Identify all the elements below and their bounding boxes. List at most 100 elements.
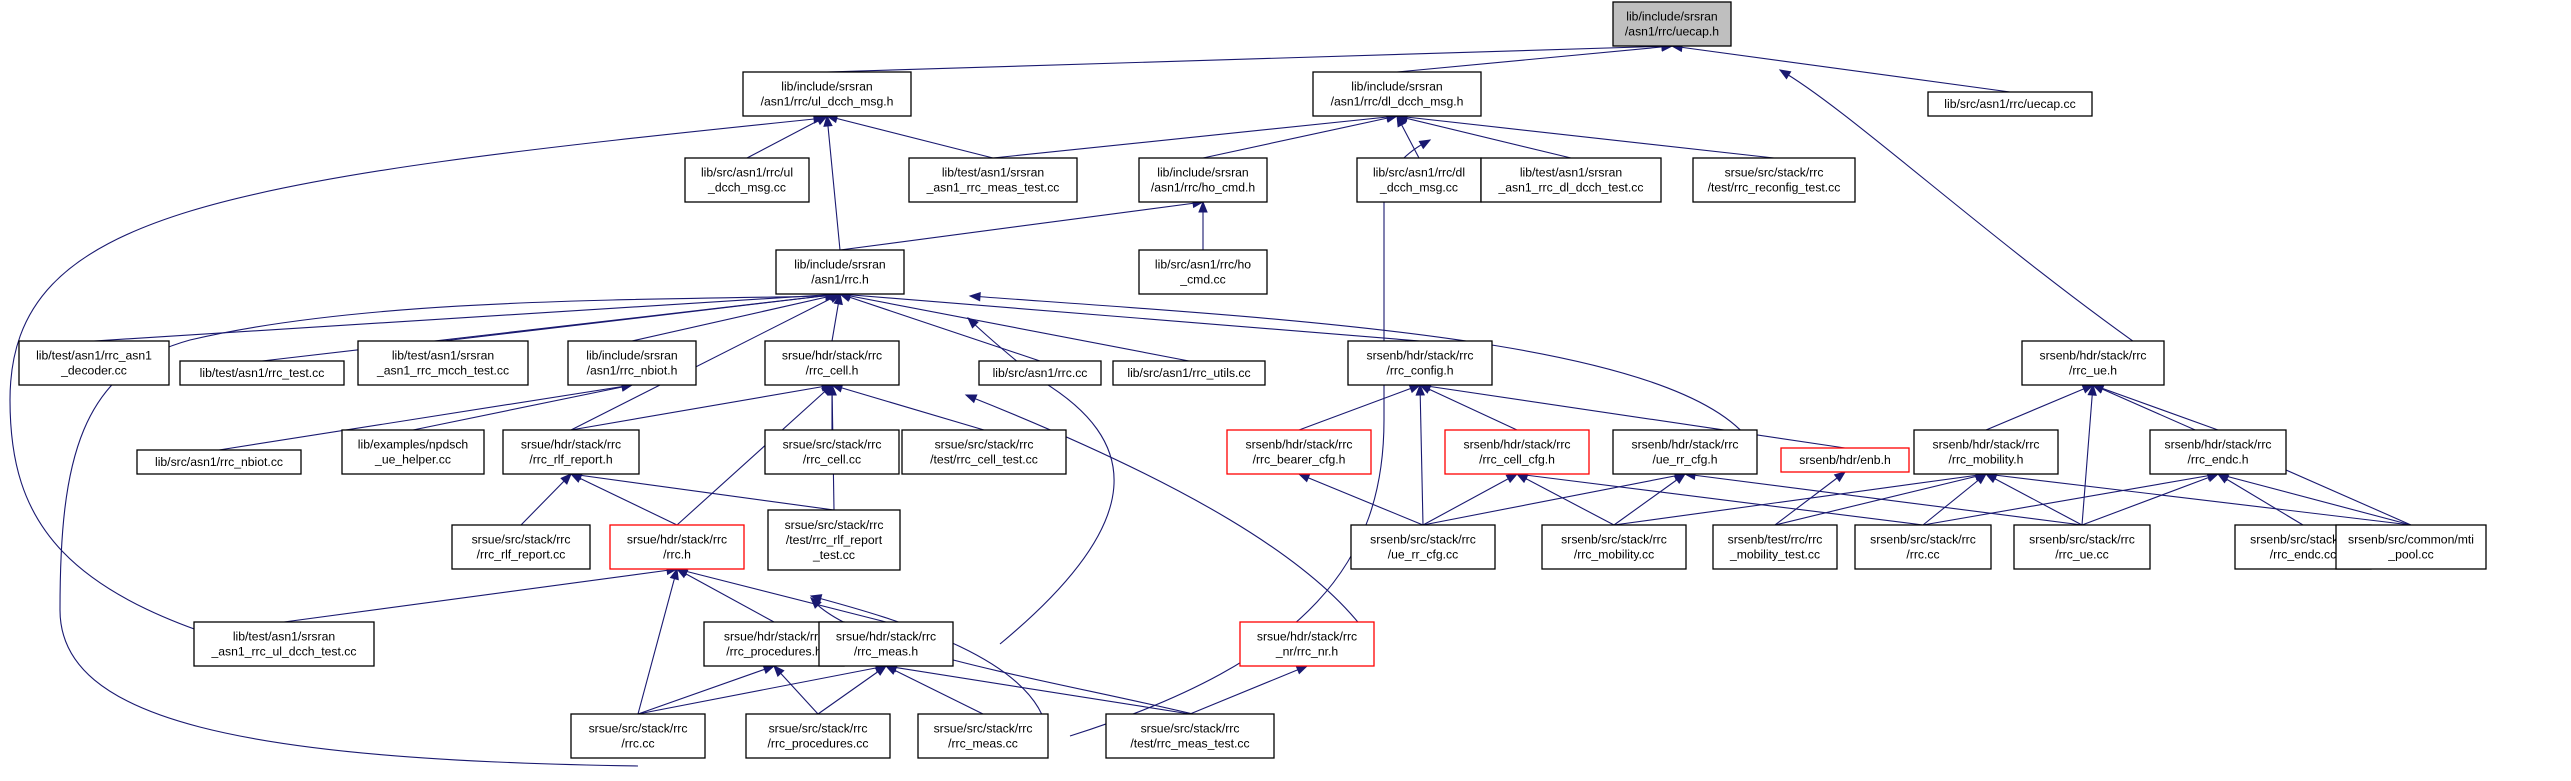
node-box: [341, 429, 485, 475]
node-enb-ue-rr-cfg-cc[interactable]: srsenb/src/stack/rrc/ue_rr_cfg.cc: [1350, 524, 1496, 570]
node-enb-rrc-cc[interactable]: srsenb/src/stack/rrc/rrc.cc: [1854, 524, 1992, 570]
node-label-line: srsenb/src/stack/rrc: [1370, 533, 1476, 547]
node-label-line: srsue/src/stack/rrc: [783, 438, 882, 452]
node-label-line: lib/include/srsran: [1351, 80, 1442, 94]
node-rrc-mcch-test-cc[interactable]: lib/test/asn1/srsran_asn1_rrc_mcch_test.…: [357, 340, 529, 386]
node-box: [1105, 713, 1275, 759]
dependency-edge: [1778, 69, 2165, 364]
dependency-edge: [2216, 472, 2412, 526]
node-ue-rrc-cell-cc[interactable]: srsue/src/stack/rrc/rrc_cell.cc: [764, 429, 900, 475]
dependency-edge: [1395, 112, 1775, 159]
node-label-line: /test/rrc_reconfig_test.cc: [1708, 181, 1841, 195]
node-label-line: srsue/src/stack/rrc: [1141, 722, 1240, 736]
node-label-line: /test/rrc_cell_test.cc: [930, 453, 1038, 467]
node-ul-dcch-msg-cc[interactable]: lib/src/asn1/rrc/ul_dcch_msg.cc: [684, 157, 810, 203]
node-ue-rrc-meas-h[interactable]: srsue/hdr/stack/rrc/rrc_meas.h: [818, 621, 954, 667]
node-label-line: /rrc_mobility.h: [1949, 453, 2024, 467]
node-box: [2013, 524, 2151, 570]
node-ue-rrc-cell-test-cc[interactable]: srsue/src/stack/rrc/test/rrc_cell_test.c…: [901, 429, 1067, 475]
dependency-edge: [1298, 384, 1422, 431]
node-box: [136, 449, 302, 475]
node-label-line: /ue_rr_cfg.h: [1652, 453, 1717, 467]
node-label-line: _pool.cc: [2387, 548, 2433, 562]
node-uecap-cc[interactable]: lib/src/asn1/rrc/uecap.cc: [1927, 91, 2093, 117]
node-label-line: _asn1_rrc_meas_test.cc: [926, 181, 1060, 195]
node-rrc-ul-dcch-test-cc[interactable]: lib/test/asn1/srsran_asn1_rrc_ul_dcch_te…: [193, 621, 375, 667]
node-ue-rrc-cell-h[interactable]: srsue/hdr/stack/rrc/rrc_cell.h: [764, 340, 900, 386]
node-rrc-utils-cc[interactable]: lib/src/asn1/rrc_utils.cc: [1112, 360, 1266, 386]
node-enb-rrc-ue-cc[interactable]: srsenb/src/stack/rrc/rrc_ue.cc: [2013, 524, 2151, 570]
node-npdsch-ue-helper-cc[interactable]: lib/examples/npdsch_ue_helper.cc: [341, 429, 485, 475]
node-label-line: lib/include/srsran: [586, 349, 677, 363]
dependency-edge: [773, 665, 819, 715]
node-enb-rrc-cell-cfg-h[interactable]: srsenb/hdr/stack/rrc/rrc_cell_cfg.h: [1444, 429, 1590, 475]
node-label-line: srsenb/hdr/stack/rrc: [1631, 438, 1738, 452]
node-ue-rrc-rlf-report-cc[interactable]: srsue/src/stack/rrc/rrc_rlf_report.cc: [451, 524, 591, 570]
node-label-line: srsue/src/stack/rrc: [934, 722, 1033, 736]
node-rrc-test-cc[interactable]: lib/test/asn1/rrc_test.cc: [179, 360, 345, 386]
node-ue-rrc-procedures-cc[interactable]: srsue/src/stack/rrc/rrc_procedures.cc: [745, 713, 891, 759]
node-label-line: lib/src/asn1/rrc/ho: [1155, 258, 1251, 272]
node-label-line: /rrc_config.h: [1386, 364, 1453, 378]
node-label-line: /rrc_procedures.cc: [768, 737, 869, 751]
node-ue-rrc-h[interactable]: srsue/hdr/stack/rrc/rrc.h: [609, 524, 745, 570]
node-ue-rrc-cc[interactable]: srsue/src/stack/rrc/rrc.cc: [570, 713, 706, 759]
node-enb-rrc-mobility-cc[interactable]: srsenb/src/stack/rrc/rrc_mobility.cc: [1541, 524, 1687, 570]
node-ul-dcch-msg-h[interactable]: lib/include/srsran/asn1/rrc/ul_dcch_msg.…: [742, 71, 912, 117]
node-rrc-cc-lib[interactable]: lib/src/asn1/rrc.cc: [978, 360, 1102, 386]
node-label-line: /rrc_meas.cc: [948, 737, 1018, 751]
node-enb-rrc-endc-h[interactable]: srsenb/hdr/stack/rrc/rrc_endc.h: [2149, 429, 2287, 475]
node-label-line: lib/src/asn1/rrc/ul: [701, 166, 793, 180]
node-box: [1913, 429, 2059, 475]
node-uecap-h[interactable]: lib/include/srsran/asn1/rrc/uecap.h: [1612, 1, 1732, 47]
node-rrc-dl-dcch-test-cc[interactable]: lib/test/asn1/srsran_asn1_rrc_dl_dcch_te…: [1480, 157, 1662, 203]
node-ue-rrc-rlf-report-h[interactable]: srsue/hdr/stack/rrc/rrc_rlf_report.h: [502, 429, 640, 475]
node-enb-rrc-bearer-cfg-h[interactable]: srsenb/hdr/stack/rrc/rrc_bearer_cfg.h: [1226, 429, 1372, 475]
dependency-edge: [283, 565, 679, 623]
node-ue-rrc-meas-test-cc[interactable]: srsue/src/stack/rrc/test/rrc_meas_test.c…: [1105, 713, 1275, 759]
node-label-line: srsue/hdr/stack/rrc: [627, 533, 727, 547]
node-box: [917, 713, 1049, 759]
node-ho-cmd-h[interactable]: lib/include/srsran/asn1/rrc/ho_cmd.h: [1138, 157, 1268, 203]
node-rrc-h[interactable]: lib/include/srsran/asn1/rrc.h: [775, 249, 905, 295]
node-label-line: /rrc_cell.cc: [803, 453, 861, 467]
node-box: [1138, 249, 1268, 295]
dependency-edge: [1670, 42, 2011, 93]
node-label-line: lib/src/asn1/rrc/dl: [1373, 166, 1465, 180]
node-label-line: lib/src/asn1/rrc_nbiot.cc: [155, 455, 283, 469]
node-label-line: srsenb/hdr/stack/rrc: [1463, 438, 1570, 452]
node-enb-rrc-mobility-h[interactable]: srsenb/hdr/stack/rrc/rrc_mobility.h: [1913, 429, 2059, 475]
node-box: [818, 621, 954, 667]
node-ue-rrc-meas-cc[interactable]: srsue/src/stack/rrc/rrc_meas.cc: [917, 713, 1049, 759]
node-label-line: _ue_helper.cc: [374, 453, 451, 467]
node-rrc-nbiot-h[interactable]: lib/include/srsran/asn1/rrc_nbiot.h: [567, 340, 697, 386]
node-box: [193, 621, 375, 667]
node-ue-rrc-nr-h[interactable]: srsue/hdr/stack/rrc_nr/rrc_nr.h: [1239, 621, 1375, 667]
node-enb-rrc-config-h[interactable]: srsenb/hdr/stack/rrc/rrc_config.h: [1347, 340, 1493, 386]
node-label-line: lib/src/asn1/rrc/uecap.cc: [1944, 97, 2075, 111]
node-box: [1780, 447, 1910, 473]
node-dl-dcch-msg-cc[interactable]: lib/src/asn1/rrc/dl_dcch_msg.cc: [1356, 157, 1482, 203]
dependency-edge: [817, 665, 888, 715]
node-label-line: srsue/hdr/stack/rrc: [1257, 630, 1357, 644]
node-dl-dcch-msg-h[interactable]: lib/include/srsran/asn1/rrc/dl_dcch_msg.…: [1312, 71, 1482, 117]
dependency-edge: [838, 290, 1421, 342]
node-rrc-meas-test-cc-lib[interactable]: lib/test/asn1/srsran_asn1_rrc_meas_test.…: [908, 157, 1078, 203]
node-rrc-reconfig-test-cc[interactable]: srsue/src/stack/rrc/test/rrc_reconfig_te…: [1692, 157, 1856, 203]
node-label-line: /rrc_rlf_report.h: [529, 453, 612, 467]
node-enb-ue-rr-cfg-h[interactable]: srsenb/hdr/stack/rrc/ue_rr_cfg.h: [1612, 429, 1758, 475]
node-ho-cmd-cc[interactable]: lib/src/asn1/rrc/ho_cmd.cc: [1138, 249, 1268, 295]
node-rrc-asn1-decoder-cc[interactable]: lib/test/asn1/rrc_asn1_decoder.cc: [18, 340, 170, 386]
node-ue-rrc-rlf-report-test-cc[interactable]: srsue/src/stack/rrc/test/rrc_rlf_report_…: [767, 509, 901, 571]
node-enb-h[interactable]: srsenb/hdr/enb.h: [1780, 447, 1910, 473]
node-enb-rrc-mobility-test-cc[interactable]: srsenb/test/rrc/rrc_mobility_test.cc: [1712, 524, 1838, 570]
node-label-line: _dcch_msg.cc: [707, 181, 786, 195]
node-box: [978, 360, 1102, 386]
node-label-line: srsenb/test/rrc/rrc: [1728, 533, 1823, 547]
node-rrc-nbiot-cc[interactable]: lib/src/asn1/rrc_nbiot.cc: [136, 449, 302, 475]
node-box: [745, 713, 891, 759]
node-enb-mti-pool-cc[interactable]: srsenb/src/common/mti_pool.cc: [2335, 524, 2487, 570]
node-enb-rrc-ue-h[interactable]: srsenb/hdr/stack/rrc/rrc_ue.h: [2021, 340, 2165, 386]
dependency-edge: [631, 291, 842, 342]
dependency-edge: [1422, 473, 1519, 526]
